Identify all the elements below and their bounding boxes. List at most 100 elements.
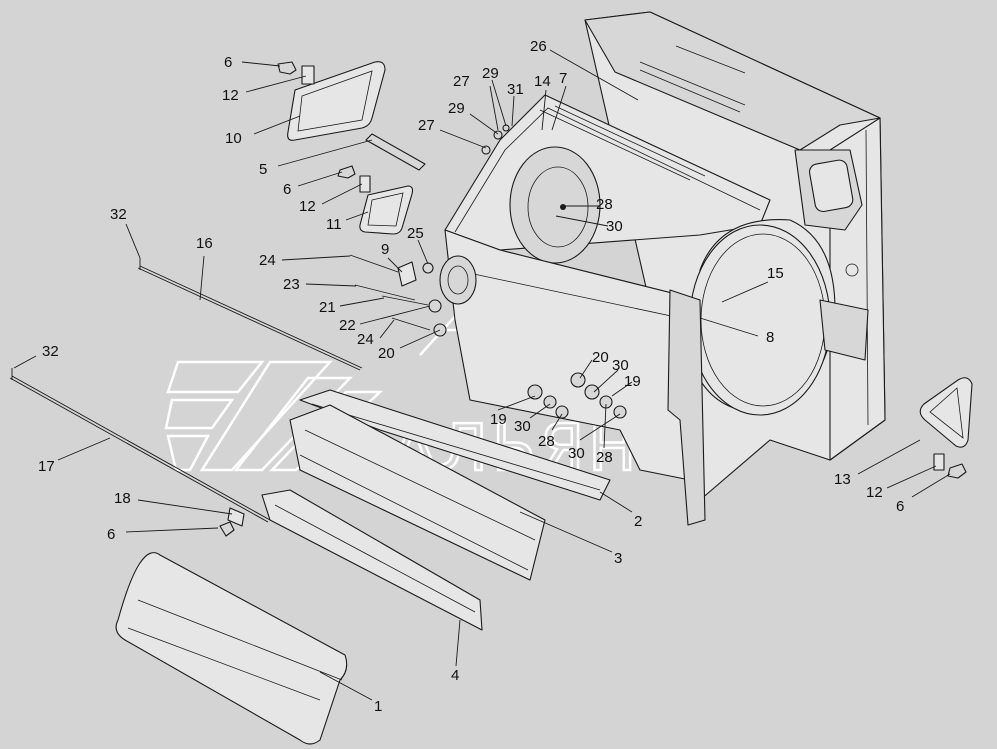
leader-16 bbox=[199, 255, 205, 301]
callout-27: 27 bbox=[453, 73, 470, 90]
nut-27b bbox=[481, 145, 491, 155]
clip-12b bbox=[359, 175, 371, 193]
callout-20: 20 bbox=[378, 345, 395, 362]
callout-20: 20 bbox=[592, 349, 609, 366]
leader-6c bbox=[125, 527, 219, 533]
rod-16-edge bbox=[137, 267, 361, 371]
callout-15: 15 bbox=[767, 265, 784, 282]
callout-5: 5 bbox=[259, 161, 267, 178]
callout-2: 2 bbox=[634, 513, 642, 530]
leader-12a bbox=[245, 75, 307, 93]
nut-25 bbox=[422, 262, 434, 274]
callout-30: 30 bbox=[612, 357, 629, 374]
bolt-24a bbox=[349, 254, 399, 273]
housing-front-panel bbox=[444, 229, 701, 481]
leader-21 bbox=[339, 297, 385, 307]
cover-13 bbox=[919, 377, 973, 448]
callout-21: 21 bbox=[319, 299, 336, 316]
housing-frame-rail bbox=[539, 105, 706, 181]
leader-4 bbox=[455, 619, 461, 667]
leader-12c bbox=[886, 465, 937, 489]
roller-28a bbox=[555, 405, 569, 419]
callout-24: 24 bbox=[357, 331, 374, 348]
leader-25 bbox=[417, 239, 429, 265]
callout-29: 29 bbox=[448, 100, 465, 117]
wing-nut-6c bbox=[219, 521, 235, 537]
leader-lines bbox=[13, 49, 951, 701]
leader-6b bbox=[297, 171, 343, 187]
leader-8 bbox=[699, 317, 759, 337]
watermark-logo-chevron-1 bbox=[199, 360, 333, 472]
cover-11-inner bbox=[367, 192, 404, 227]
leader-29b bbox=[469, 113, 499, 135]
leader-17 bbox=[57, 437, 111, 461]
callout-4: 4 bbox=[451, 667, 459, 684]
callout-22: 22 bbox=[339, 317, 356, 334]
part-4-edge bbox=[274, 504, 476, 613]
callout-17: 17 bbox=[38, 458, 55, 475]
cover-13-inner bbox=[929, 387, 964, 439]
leader-19b bbox=[611, 381, 633, 397]
housing-right-flange bbox=[865, 129, 869, 426]
callout-12: 12 bbox=[299, 198, 316, 215]
leader-10 bbox=[253, 115, 301, 135]
leader-12b bbox=[321, 183, 363, 205]
clip-12a bbox=[301, 65, 315, 85]
leader-32a bbox=[125, 223, 141, 259]
callout-30: 30 bbox=[514, 418, 531, 435]
shaft-5 bbox=[365, 133, 426, 171]
callout-19: 19 bbox=[624, 373, 641, 390]
cover-11 bbox=[359, 185, 414, 235]
housing-front-rail bbox=[454, 269, 691, 321]
watermark-logo-stripe-3 bbox=[166, 434, 211, 472]
leader-28c bbox=[603, 403, 607, 449]
leader-32b bbox=[13, 355, 37, 369]
leader-24b bbox=[379, 319, 395, 339]
callout-32: 32 bbox=[110, 206, 127, 223]
bolt-23 bbox=[354, 284, 416, 301]
housing bbox=[439, 11, 886, 526]
leader-13 bbox=[857, 439, 921, 475]
leader-20b bbox=[579, 359, 593, 379]
roller-20b bbox=[570, 372, 586, 388]
part-2-edge bbox=[311, 403, 601, 491]
leader-11 bbox=[345, 211, 369, 221]
fan-drum bbox=[509, 146, 601, 264]
watermark-logo-stripe-2 bbox=[164, 398, 235, 430]
fan-drum-inner bbox=[527, 166, 589, 248]
wing-nut-6a bbox=[277, 61, 297, 75]
cover-10-inner bbox=[297, 70, 373, 132]
callout-6: 6 bbox=[107, 526, 115, 543]
callout-12: 12 bbox=[222, 87, 239, 104]
fasteners bbox=[219, 61, 967, 537]
bolt-21 bbox=[381, 295, 429, 306]
part-1-cover bbox=[115, 552, 348, 745]
callout-14: 14 bbox=[534, 73, 551, 90]
part-1-folds bbox=[127, 599, 343, 701]
rod-17-edge bbox=[9, 377, 269, 523]
right-disc-bolt bbox=[845, 263, 859, 277]
leader-26 bbox=[549, 49, 639, 101]
part-3-tray bbox=[289, 404, 546, 581]
roller-30a bbox=[543, 395, 557, 409]
leader-6a bbox=[241, 61, 281, 67]
callout-13: 13 bbox=[834, 471, 851, 488]
callout-25: 25 bbox=[407, 225, 424, 242]
callout-23: 23 bbox=[283, 276, 300, 293]
leader-7 bbox=[551, 85, 567, 131]
callout-28: 28 bbox=[596, 196, 613, 213]
housing-hatch-opening bbox=[808, 159, 854, 213]
callout-30: 30 bbox=[568, 445, 585, 462]
leader-22 bbox=[359, 305, 431, 325]
roller-19 bbox=[527, 384, 543, 400]
callout-6: 6 bbox=[224, 54, 232, 71]
lower-assemblies bbox=[115, 389, 611, 745]
plate-9 bbox=[397, 261, 417, 287]
roller-30b bbox=[584, 384, 600, 400]
leader-14 bbox=[541, 89, 547, 131]
part-4-strip bbox=[261, 489, 483, 631]
wing-nut-6b bbox=[337, 165, 356, 179]
callout-28: 28 bbox=[596, 449, 613, 466]
leader-24a bbox=[281, 255, 351, 261]
